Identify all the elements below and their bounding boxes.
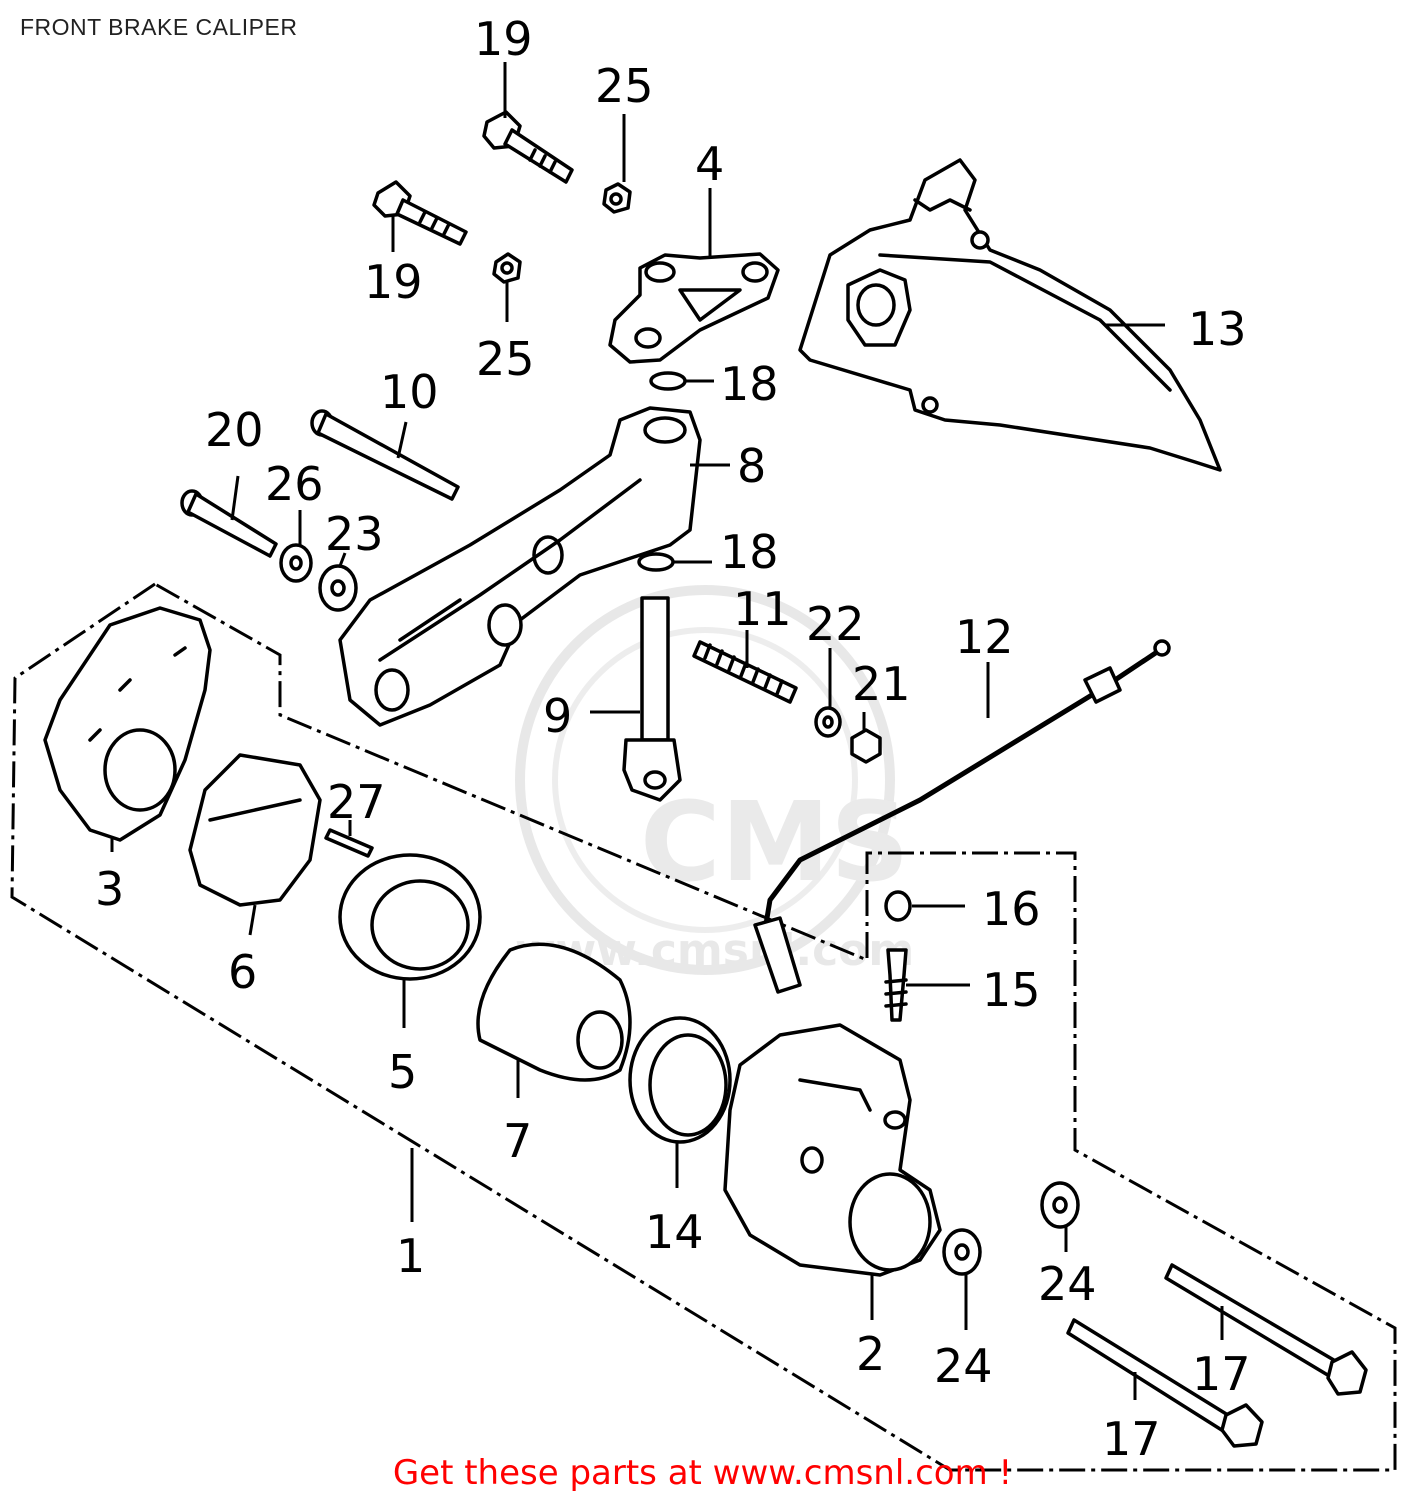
part-8-caliper-bracket (338, 406, 702, 727)
part-17-bolt-upper (1164, 1263, 1368, 1396)
callout-20: 20 (205, 403, 264, 457)
part-22-washer (814, 706, 842, 738)
leader-lines (110, 62, 1224, 1400)
callout-27: 27 (327, 775, 386, 829)
callout-21: 21 (852, 657, 911, 711)
callout-14: 14 (645, 1205, 704, 1259)
part-18-oring-upper (649, 371, 687, 391)
callout-25-lower: 25 (476, 332, 535, 386)
part-16-bleeder-cap (884, 890, 912, 922)
part-17-bolt-lower (1066, 1318, 1264, 1448)
callout-19-lower: 19 (364, 255, 423, 309)
callout-11: 11 (733, 582, 792, 636)
part-6-brake-pad (188, 753, 322, 907)
part-4-bracket (608, 252, 780, 364)
callout-9: 9 (543, 689, 572, 743)
part-7-piston (476, 942, 632, 1082)
callout-17-upper: 17 (1192, 1347, 1251, 1401)
callout-3: 3 (95, 862, 124, 916)
part-18-oring-lower (637, 552, 675, 572)
part-5-seal (338, 853, 482, 981)
callout-18-lower: 18 (720, 525, 779, 579)
watermark-logo-text: CMS (640, 778, 909, 906)
part-20-bolt (180, 489, 278, 558)
callout-16: 16 (982, 882, 1041, 936)
callout-26: 26 (265, 457, 324, 511)
part-19-bolt-lower (372, 180, 468, 246)
callout-1: 1 (396, 1229, 425, 1283)
part-2-caliper-body (723, 1023, 942, 1277)
part-25-nut-lower (492, 252, 522, 284)
part-9-pivot-pin (622, 596, 682, 802)
part-13-caliper-cover (798, 158, 1222, 472)
part-11-spring (692, 640, 798, 704)
part-23-washer (318, 564, 358, 612)
part-12-brake-pipe (753, 639, 1171, 994)
callout-10: 10 (380, 365, 439, 419)
callout-12: 12 (955, 610, 1014, 664)
callout-18-upper: 18 (720, 357, 779, 411)
callout-23: 23 (325, 507, 384, 561)
part-15-bleeder-valve (884, 948, 908, 1022)
callout-2: 2 (856, 1327, 885, 1381)
callout-22: 22 (806, 597, 865, 651)
get-parts-link[interactable]: Get these parts at www.cmsnl.com ! (392, 1453, 1013, 1493)
part-19-bolt-upper (482, 110, 574, 184)
callout-24-lower: 24 (934, 1339, 993, 1393)
callout-7: 7 (503, 1114, 532, 1168)
callout-17-lower: 17 (1102, 1412, 1161, 1466)
callout-5: 5 (388, 1045, 417, 1099)
part-25-nut-upper (602, 182, 632, 214)
callout-19-top: 19 (474, 12, 533, 66)
assembly-boundaries (10, 582, 1397, 1472)
part-14-dust-seal (628, 1016, 732, 1144)
part-24-washer-upper (1040, 1181, 1080, 1229)
part-10-pin (310, 409, 460, 501)
callout-25-top: 25 (595, 59, 654, 113)
callout-6: 6 (228, 945, 257, 999)
part-3-caliper-half (43, 606, 212, 842)
callout-4: 4 (695, 137, 724, 191)
part-27-pin (324, 828, 374, 858)
part-21-nut (850, 728, 882, 764)
callout-15: 15 (982, 963, 1041, 1017)
part-26-washer (279, 543, 313, 583)
callout-8: 8 (737, 439, 766, 493)
callout-labels: 19 25 4 19 25 13 18 10 20 8 26 23 18 11 … (95, 12, 1251, 1466)
diagram-title: FRONT BRAKE CALIPER (20, 14, 298, 40)
part-24-washer-lower (942, 1228, 982, 1276)
callout-24-upper: 24 (1038, 1257, 1097, 1311)
callout-13: 13 (1188, 302, 1247, 356)
